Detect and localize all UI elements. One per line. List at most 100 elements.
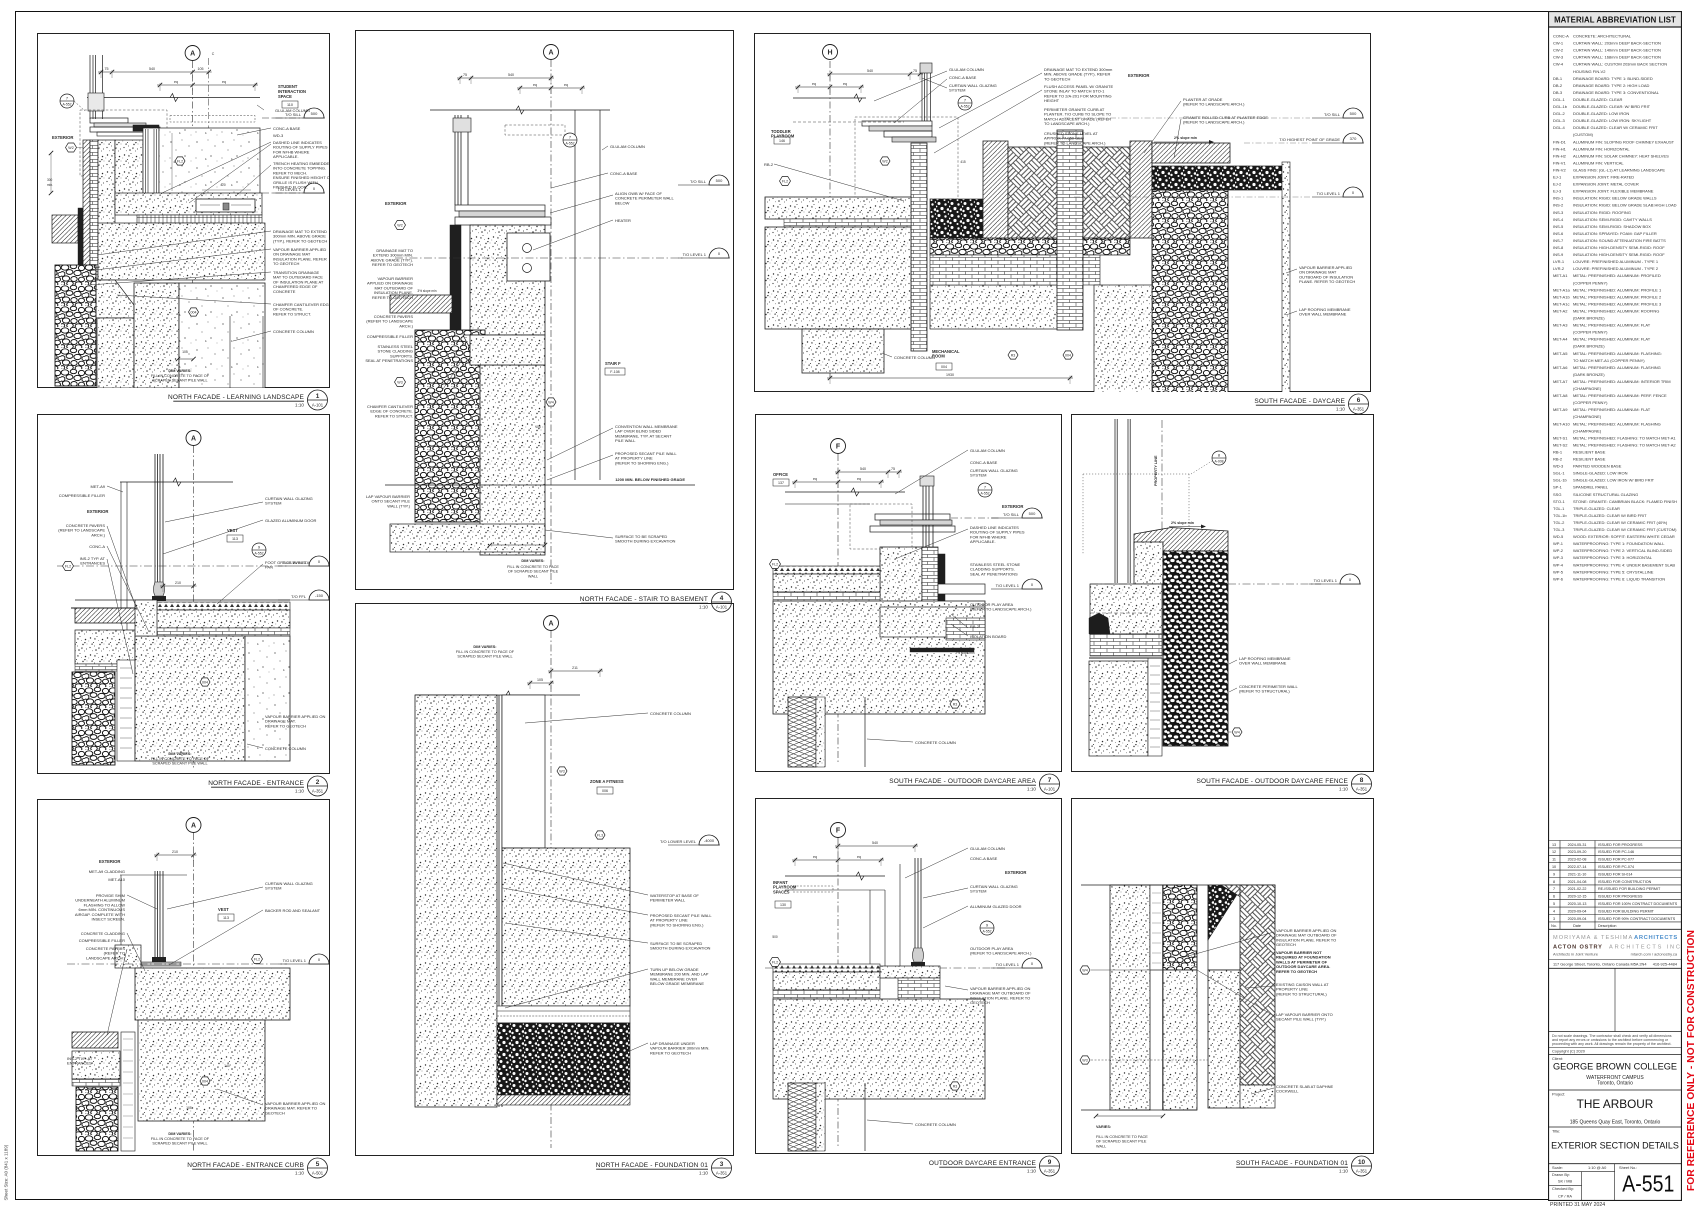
svg-text:WATERPROOFING: TYPE 4: UNDER B: WATERPROOFING: TYPE 4: UNDER BASEMENT SL… <box>1573 562 1675 567</box>
svg-text:Drawn By:: Drawn By: <box>1552 1172 1570 1177</box>
svg-text:CURTAIN WALL GLAZING: CURTAIN WALL GLAZING <box>970 884 1018 889</box>
svg-text:ON DRAINAGE MAT: ON DRAINAGE MAT <box>1299 270 1337 275</box>
svg-text:CURTAIN WALL: 168mm DEEP BACK-: CURTAIN WALL: 168mm DEEP BACK-SECTION <box>1573 55 1661 60</box>
svg-text:1:10: 1:10 <box>1339 787 1348 792</box>
svg-text:eq: eq <box>857 477 861 481</box>
svg-text:EJ-2: EJ-2 <box>1553 182 1562 187</box>
svg-text:CONC-A BASE: CONC-A BASE <box>610 171 638 176</box>
svg-text:A-101: A-101 <box>1044 786 1056 791</box>
svg-text:CONCRETE: CONCRETE <box>273 289 296 294</box>
svg-text:ISSUED FOR BUILDING PERMIT: ISSUED FOR BUILDING PERMIT <box>1598 909 1655 913</box>
svg-text:(COPPER PENNY): (COPPER PENNY) <box>1573 400 1608 405</box>
svg-text:Project:: Project: <box>1552 1092 1565 1097</box>
svg-text:MET-A10: MET-A10 <box>1553 421 1570 426</box>
svg-text:ROUTING OF SUPPLY PIPES: ROUTING OF SUPPLY PIPES <box>273 145 328 150</box>
svg-text:DIM VARIES:: DIM VARIES: <box>521 559 544 563</box>
svg-text:OUTDOOR PLAY AREA: OUTDOOR PLAY AREA <box>970 946 1014 951</box>
svg-text:25: 25 <box>848 673 852 677</box>
svg-text:SURFACE TO BE SCRAPED: SURFACE TO BE SCRAPED <box>615 534 667 539</box>
svg-text:6mm MIN. CONTINUOUS: 6mm MIN. CONTINUOUS <box>79 907 126 912</box>
svg-text:VARIES:: VARIES: <box>1096 1125 1111 1129</box>
svg-text:FILL IN CONCRETE TO FACE: FILL IN CONCRETE TO FACE <box>1096 1135 1148 1139</box>
svg-text:1930: 1930 <box>946 373 954 377</box>
svg-text:RB-2: RB-2 <box>970 624 980 629</box>
svg-text:TODDLER: TODDLER <box>771 129 791 134</box>
svg-text:INFANT: INFANT <box>773 880 788 885</box>
svg-text:A-552: A-552 <box>982 930 991 934</box>
svg-text:5: 5 <box>316 1161 320 1168</box>
svg-text:eq: eq <box>813 477 817 481</box>
svg-text:R3: R3 <box>953 703 958 707</box>
svg-text:T/O FFL: T/O FFL <box>291 594 307 599</box>
svg-text:CW-3: CW-3 <box>1553 55 1564 60</box>
svg-text:CONCRETE PERIMETER WALL: CONCRETE PERIMETER WALL <box>1239 684 1299 689</box>
svg-text:H: H <box>827 50 832 57</box>
svg-text:CHAMFERED EDGE OF: CHAMFERED EDGE OF <box>273 284 318 289</box>
svg-text:eq: eq <box>533 83 537 87</box>
svg-text:CURTAIN WALL GLAZING: CURTAIN WALL GLAZING <box>970 468 1018 473</box>
svg-text:(REFER TO LANDSCAPE: (REFER TO LANDSCAPE <box>58 528 105 533</box>
svg-text:DIM VARIES:: DIM VARIES: <box>168 752 191 756</box>
svg-text:Checked By:: Checked By: <box>1552 1186 1574 1191</box>
svg-text:370: 370 <box>1350 136 1357 141</box>
svg-text:REFER TO GEOTECH: REFER TO GEOTECH <box>372 295 413 300</box>
svg-text:Toronto, Ontario: Toronto, Ontario <box>1597 1081 1633 1087</box>
svg-text:TGL-2: TGL-2 <box>1553 520 1565 525</box>
svg-text:4: 4 <box>720 595 724 602</box>
svg-text:DOUBLE GLAZED: CLEAR W/ CERAMI: DOUBLE GLAZED: CLEAR W/ CERAMIC FRIT <box>1573 125 1658 130</box>
svg-text:TRIPLE-GLAZED: CLEAR W/ CERAMI: TRIPLE-GLAZED: CLEAR W/ CERAMIC FRIT (CU… <box>1573 527 1677 532</box>
svg-text:2022-07-14: 2022-07-14 <box>1568 865 1587 869</box>
svg-text:eq: eq <box>843 82 847 86</box>
svg-text:PROVIDE SHIM: PROVIDE SHIM <box>96 893 125 898</box>
svg-text:500: 500 <box>1350 111 1357 116</box>
svg-text:NORTH FACADE - STAIR TO BASEME: NORTH FACADE - STAIR TO BASEMENT <box>580 596 708 603</box>
svg-text:004: 004 <box>941 365 947 369</box>
svg-text:415: 415 <box>960 160 966 164</box>
svg-text:105: 105 <box>537 678 543 682</box>
svg-text:eq: eq <box>174 80 178 84</box>
svg-text:INSULATION: SPRAYED: FOAM: GAP: INSULATION: SPRAYED: FOAM: GAP FILLER <box>1573 231 1657 236</box>
svg-text:PROPERTY LINE: PROPERTY LINE <box>1154 455 1158 486</box>
svg-text:INS-7: INS-7 <box>1553 238 1564 243</box>
svg-text:Copyright (C) 2020: Copyright (C) 2020 <box>1552 1049 1586 1054</box>
svg-text:W4: W4 <box>1082 969 1087 973</box>
svg-text:146: 146 <box>779 139 785 143</box>
svg-text:VAPOUR BARRIER APPLIED ON: VAPOUR BARRIER APPLIED ON <box>970 986 1030 991</box>
svg-text:W4: W4 <box>1234 731 1239 735</box>
svg-text:GLULAM COLUMN: GLULAM COLUMN <box>970 448 1005 453</box>
svg-text:ARCH.): ARCH.) <box>399 323 413 328</box>
svg-text:MET-A1: MET-A1 <box>1553 273 1568 278</box>
svg-text:BACKER ROD AND SEALANT: BACKER ROD AND SEALANT <box>265 908 321 913</box>
svg-text:PLANE. REFER TO GEOTECH: PLANE. REFER TO GEOTECH <box>1299 279 1355 284</box>
svg-text:CP / RA: CP / RA <box>1558 1193 1572 1198</box>
svg-text:FL2: FL2 <box>782 180 788 184</box>
svg-text:CONC-A: CONC-A <box>89 544 105 549</box>
svg-text:7: 7 <box>984 485 987 490</box>
svg-text:8: 8 <box>1553 880 1555 884</box>
svg-text:0: 0 <box>718 251 721 256</box>
svg-text:MORIYAMA & TESHIMA: MORIYAMA & TESHIMA <box>1553 935 1633 941</box>
svg-text:500: 500 <box>1029 511 1036 516</box>
svg-text:A: A <box>548 50 553 57</box>
svg-text:MAT OUTBOARD OF: MAT OUTBOARD OF <box>374 285 413 290</box>
svg-text:A-351: A-351 <box>716 1170 728 1175</box>
svg-text:LAP OVER BLIND SIDED: LAP OVER BLIND SIDED <box>615 429 661 434</box>
svg-text:LVR-1: LVR-1 <box>1553 259 1565 264</box>
svg-text:DRAINAGE BOARD: TYPE 1: BLIND-: DRAINAGE BOARD: TYPE 1: BLIND-SIDED <box>1573 76 1653 81</box>
svg-text:INS-2 TYP. AT: INS-2 TYP. AT <box>80 556 106 561</box>
svg-text:A: A <box>190 51 195 58</box>
svg-text:PLANTER. T/O CURB TO SLOPE TO: PLANTER. T/O CURB TO SLOPE TO <box>1044 112 1111 117</box>
svg-text:FINISHED FLOOR.: FINISHED FLOOR. <box>273 185 308 190</box>
svg-text:MET-A9: MET-A9 <box>1553 407 1568 412</box>
svg-text:MET-A3: MET-A3 <box>1553 323 1568 328</box>
svg-text:OF SCRAPED SECANT PILE: OF SCRAPED SECANT PILE <box>508 570 559 574</box>
svg-text:MET-A1b: MET-A1b <box>1553 294 1570 299</box>
svg-text:105: 105 <box>198 67 204 71</box>
svg-text:FIN-D1: FIN-D1 <box>1553 139 1567 144</box>
svg-text:WD-3: WD-3 <box>1553 464 1564 469</box>
svg-text:CURTAIN WALL: CUSTOM 203mm BAC: CURTAIN WALL: CUSTOM 203mm BACK SECTION <box>1573 62 1667 67</box>
svg-text:WATERFRONT CAMPUS: WATERFRONT CAMPUS <box>1586 1075 1644 1081</box>
svg-text:CONCRETE COLUMN: CONCRETE COLUMN <box>915 740 956 745</box>
svg-text:LAP VAPOUR BARRIER ONTO: LAP VAPOUR BARRIER ONTO <box>1276 1012 1333 1017</box>
svg-text:NORTH FACADE - FOUNDATION 01: NORTH FACADE - FOUNDATION 01 <box>596 1162 709 1169</box>
